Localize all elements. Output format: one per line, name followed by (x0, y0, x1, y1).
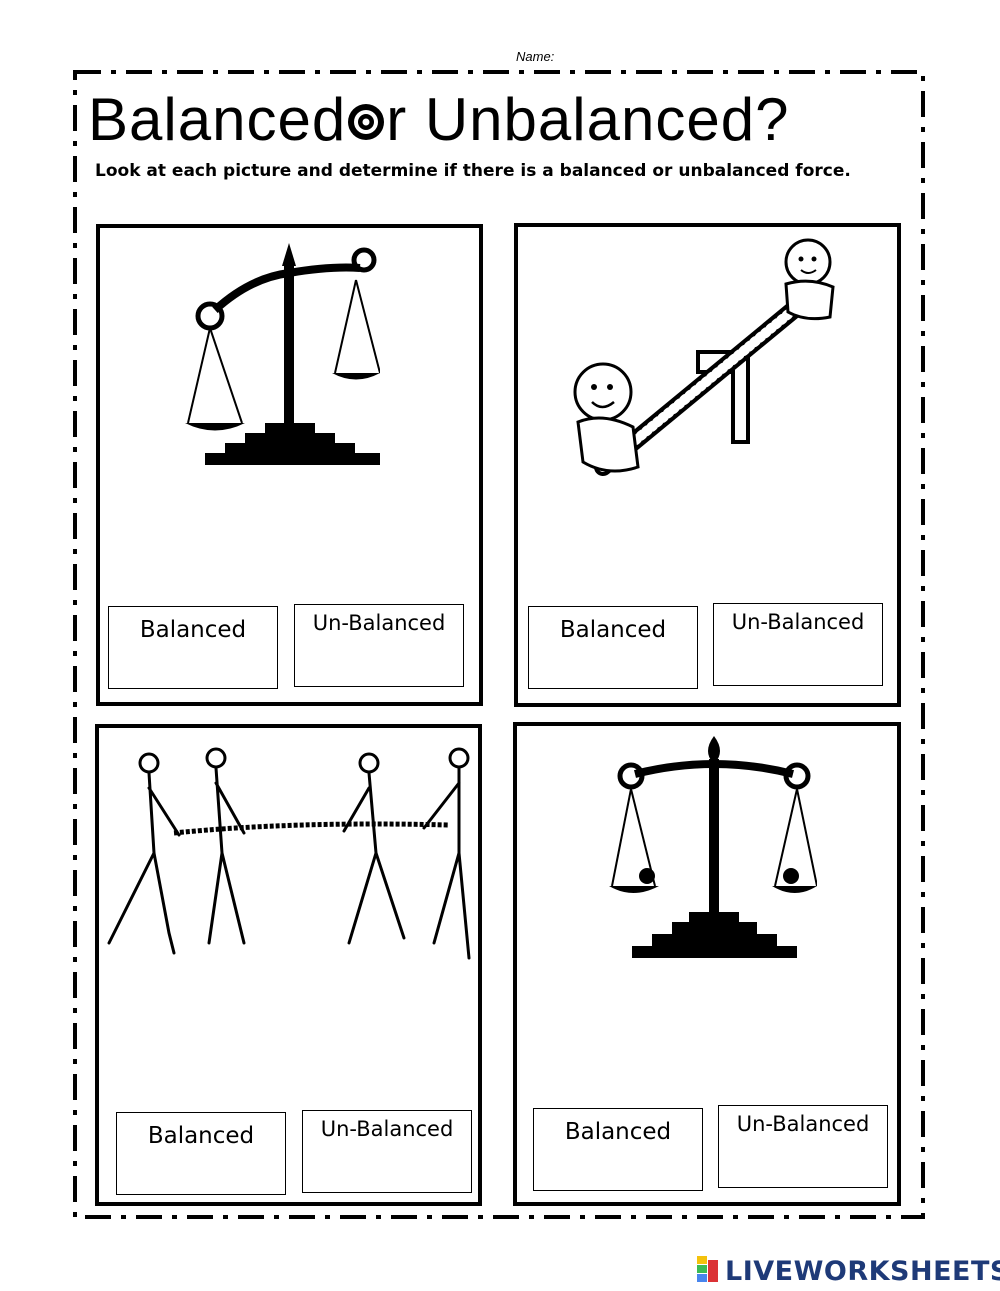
tilted-scale-icon (185, 243, 380, 465)
swirl-o-icon (346, 84, 386, 140)
title-part-balanced: Balanced (88, 86, 347, 153)
panel-1: Balanced Un-Balanced (96, 224, 483, 706)
panel-4-balanced-option[interactable]: Balanced (533, 1108, 703, 1191)
liveworksheets-brand: LIVEWORKSHEETS (697, 1254, 1000, 1288)
panel-2: Balanced Un-Balanced (514, 223, 901, 707)
panel-3: Balanced Un-Balanced (95, 724, 482, 1206)
panel-1-unbalanced-option[interactable]: Un-Balanced (294, 604, 464, 687)
tug-of-war-icon (107, 747, 471, 960)
page-title: Balanced r Unbalanced? (88, 80, 918, 160)
instructions-text: Look at each picture and determine if th… (95, 161, 851, 181)
panel-2-unbalanced-option[interactable]: Un-Balanced (713, 603, 883, 686)
name-label: Name: (516, 49, 555, 64)
panel-4: Balanced Un-Balanced (513, 722, 901, 1206)
panel-3-unbalanced-option[interactable]: Un-Balanced (302, 1110, 472, 1193)
panel-1-balanced-option[interactable]: Balanced (108, 606, 278, 689)
brand-text: LIVEWORKSHEETS (725, 1255, 1000, 1287)
level-scale-icon (609, 736, 817, 958)
title-part-unbalanced: r Unbalanced? (386, 86, 790, 153)
panel-4-unbalanced-option[interactable]: Un-Balanced (718, 1105, 888, 1188)
seesaw-children-icon (573, 238, 835, 476)
liveworksheets-logo-icon (697, 1256, 718, 1282)
panel-2-balanced-option[interactable]: Balanced (528, 606, 698, 689)
panel-3-balanced-option[interactable]: Balanced (116, 1112, 286, 1195)
